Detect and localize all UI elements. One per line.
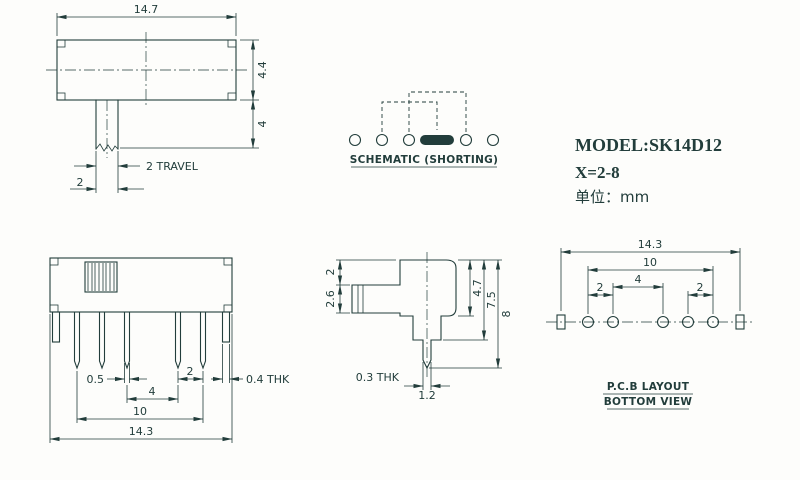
dim-text-pitch: 2 [187, 365, 194, 378]
terminal-circle [375, 133, 389, 147]
dim-text-knob: 2.6 [324, 290, 337, 308]
front-view-body [49, 257, 233, 313]
mounting-hole [735, 314, 745, 330]
schematic-caption: SCHEMATIC (SHORTING) [350, 154, 498, 166]
corner-tab [223, 304, 233, 313]
dim-text-stem-width: 2 [77, 176, 84, 189]
terminal-circle [486, 133, 500, 147]
schematic-view: SCHEMATIC (SHORTING) [348, 91, 500, 168]
dim-ext [120, 39, 259, 149]
dim-text-top-gap: 2 [324, 269, 337, 276]
terminal-circle [459, 133, 473, 147]
dim-text-pin-thickness: 0.3 THK [356, 371, 400, 384]
dim-ext [429, 259, 502, 369]
mounting-hole [556, 314, 566, 330]
dim-ext [76, 371, 204, 423]
dim-text-width: 14.7 [134, 3, 159, 16]
dim-text-pitch-left: 2 [597, 281, 604, 294]
slider-knob [84, 261, 118, 293]
dim-ext [336, 259, 396, 314]
dim-ext [56, 13, 237, 36]
dim-text-pin-width: 1.2 [418, 389, 436, 402]
dim-text-total-width: 14.3 [129, 425, 154, 438]
stem-break-line [95, 143, 119, 152]
shorting-bar [420, 135, 454, 145]
schematic-link [408, 91, 467, 132]
dim-text-total-width: 14.3 [638, 238, 663, 251]
dim-text-pin-width: 0.5 [87, 373, 105, 386]
pcb-caption-line2: BOTTOM VIEW [604, 396, 693, 408]
dim-text-span: 10 [133, 405, 147, 418]
terminal-pin [123, 311, 131, 370]
dim-ext [222, 344, 230, 383]
side-view-body [351, 259, 457, 370]
pin-hole [581, 315, 595, 329]
pcb-view: 14.3 10 2 4 2 P.C.B LAYOUT BOTTOM VIEW [546, 238, 754, 410]
dim-text-gap: 4 [635, 273, 642, 286]
pin-hole [706, 315, 720, 329]
corner-tab [227, 92, 237, 101]
dim-text-overall: 8 [500, 311, 513, 318]
mounting-leg [51, 311, 61, 343]
dim-text-span: 10 [643, 256, 657, 269]
dim-text-thickness: 0.4 THK [246, 373, 290, 386]
pin-hole [656, 315, 670, 329]
corner-tab [49, 257, 59, 266]
knob-hatch [87, 263, 115, 291]
dim-ext [95, 151, 119, 193]
dim-text-travel: 2 TRAVEL [146, 160, 199, 173]
dim-ext [124, 363, 130, 383]
dim-text-body: 7.5 [485, 291, 498, 309]
dim-text-gap: 4 [149, 385, 156, 398]
schematic-link [381, 101, 438, 132]
pcb-caption-line1: P.C.B LAYOUT [607, 381, 690, 393]
dim-text-stem: 4 [256, 121, 269, 128]
knob-ridge [357, 285, 364, 313]
mounting-leg [221, 311, 231, 343]
terminal-pin [73, 311, 81, 370]
title-block: MODEL:SK14D12 X=2-8 单位：mm [575, 135, 722, 206]
dim-text-upper: 4.7 [471, 279, 484, 297]
front-view: 0.5 2 4 10 14.3 0.4 THK [49, 257, 290, 443]
corner-tab [56, 92, 66, 101]
corner-tab [223, 257, 233, 266]
corner-tab [56, 39, 66, 48]
dim-ext [560, 248, 741, 314]
terminal-circle [348, 133, 362, 147]
range-text: X=2-8 [575, 163, 620, 182]
corner-tab [49, 304, 59, 313]
corner-tab [227, 39, 237, 48]
terminal-pin [98, 311, 106, 370]
model-text: MODEL:SK14D12 [575, 135, 722, 155]
unit-text: 单位：mm [575, 188, 649, 206]
side-view: 2 2.6 4.7 7.5 8 0.3 THK 1.2 [324, 252, 513, 402]
pin-hole [681, 315, 695, 329]
pin-hole [606, 315, 620, 329]
terminal-circle [402, 133, 416, 147]
top-view: 14.7 4.4 4 2 TRAVEL 2 [46, 3, 269, 193]
terminal-pin [174, 311, 182, 370]
terminal-pin [199, 311, 207, 370]
dim-text-height: 4.4 [256, 61, 269, 79]
dim-text-pitch-right: 2 [697, 281, 704, 294]
